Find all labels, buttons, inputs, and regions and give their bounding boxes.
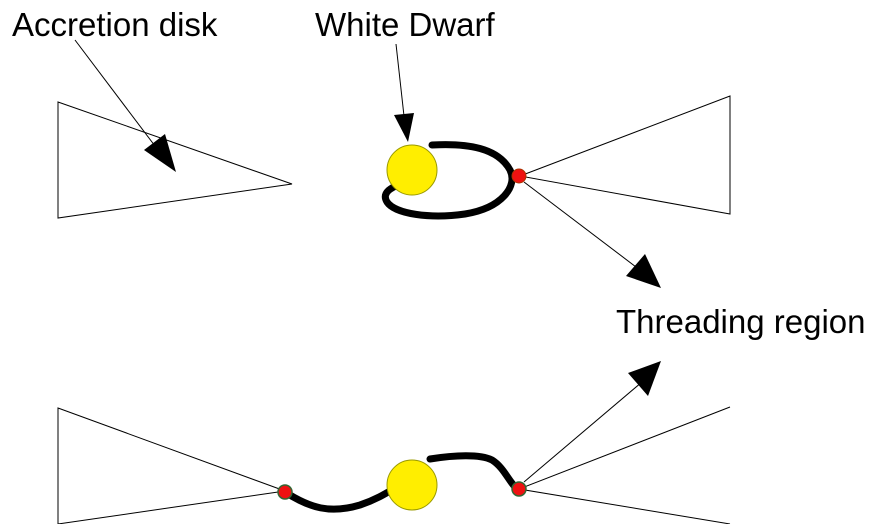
threading-point-bottom-right [511,481,527,497]
accretion-disk-arrow-line [74,39,159,151]
accretion-disk-label: Accretion disk [12,6,218,43]
white-dwarf-bottom [386,459,438,511]
accretion-disk-right-bottom [517,406,731,524]
threading-point-bottom-left [277,484,293,500]
threading-arrow-top-line [523,181,641,271]
accretion-disk-left-bottom [57,407,286,524]
accretion-disk-right-top [518,95,731,215]
threading-point-top [511,168,527,184]
accretion-disk-arrowhead [144,134,176,172]
magnetic-field-line-bottom-right [426,452,523,494]
white-dwarf-arrowhead [394,113,414,142]
white-dwarf-label: White Dwarf [315,6,495,43]
magnetic-field-line-bottom-left [281,484,399,513]
threading-arrow-bottom-line [523,381,643,483]
white-dwarf-arrow-line [395,43,405,117]
magnetic-field-line-top [382,141,516,220]
threading-arrowhead-bottom [628,361,661,396]
threading-region-label: Threading region [616,303,866,340]
white-dwarf-top [386,144,438,196]
accretion-disk-left-top [57,101,293,219]
threading-arrowhead-top [626,254,661,288]
